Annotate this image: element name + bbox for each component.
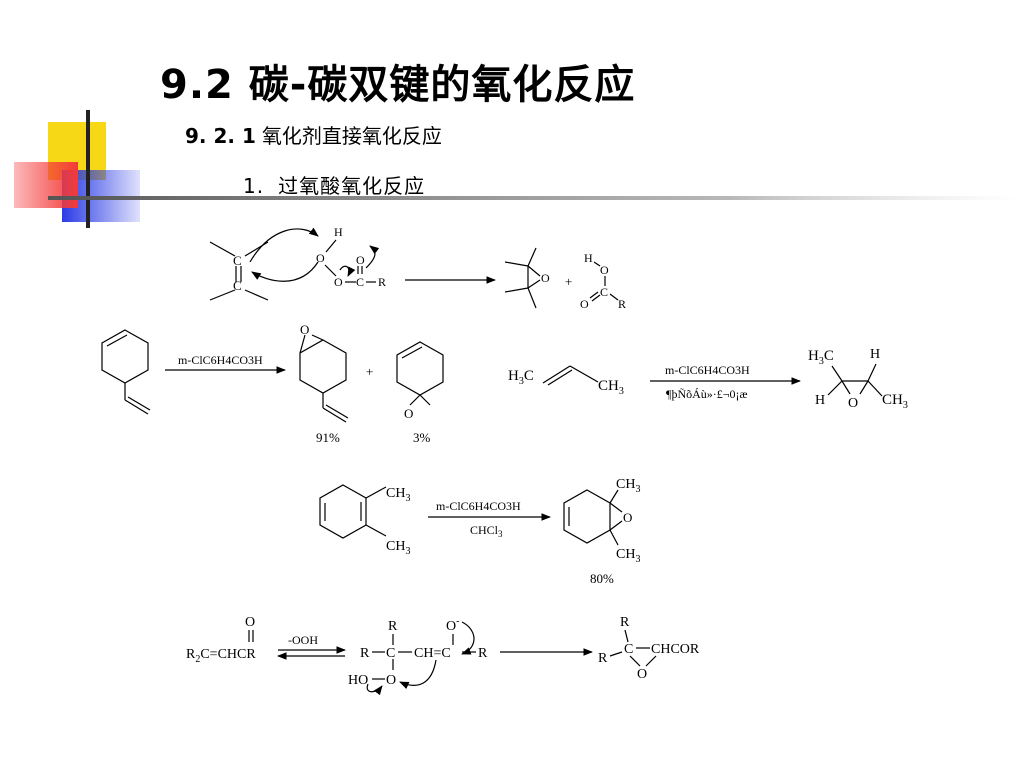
product-r-top: R [620, 615, 630, 630]
product-epoxide-o-2: O [637, 667, 647, 682]
reaction-dimethylcyclohexadiene: CH3 CH3 m-ClC6H4CO3H CHCl3 O CH3 CH3 80% [319, 477, 640, 586]
section-number: 9. 2. 1 [185, 124, 256, 148]
yield-3: 3% [413, 430, 431, 445]
page-title: 9.2 碳-碳双键的氧化反应 [160, 62, 636, 108]
acid-o-hydroxyl: O [600, 263, 609, 277]
peracid-o-carbonyl: O [356, 253, 365, 267]
decorative-corner-graphic [14, 110, 1018, 228]
reaction-vinylcyclohexene: m-ClC6H4CO3H O 91% + O 3% [101, 322, 444, 445]
solvent-label: CHCl3 [470, 523, 503, 539]
product-c: C [624, 642, 633, 657]
reaction-enone: O R2C=CHCR -OOH R R C CH=C O- R O HO R R… [186, 615, 700, 696]
int-chc: CH=C [414, 646, 451, 661]
product-h-top: H [870, 347, 880, 362]
epoxide-o: O [541, 271, 550, 285]
enone-o: O [245, 615, 255, 630]
int-c: C [386, 646, 395, 661]
product-chcor: CHCOR [651, 642, 700, 657]
peracid-r: R [378, 275, 386, 289]
reaction-butene: H3C CH3 m-ClC6H4CO3H ¶þÑõÁù»·£¬0¡æ H3C H… [508, 347, 908, 411]
peracid-h: H [334, 225, 343, 239]
acid-o-carbonyl: O [580, 297, 589, 311]
item-text: 过氧酸氧化反应 [278, 174, 426, 198]
epoxide-o-2: O [404, 406, 413, 421]
alkene-carbon-bottom: C [233, 278, 242, 293]
condition-label: ¶þÑõÁù»·£¬0¡æ [666, 387, 748, 401]
acid-h: H [584, 251, 593, 265]
int-r-left: R [360, 646, 370, 661]
int-o-minus: O- [446, 616, 459, 634]
yield-91: 91% [316, 430, 340, 445]
int-r-right: R [478, 646, 488, 661]
product-h3c: H3C [808, 348, 834, 367]
int-o: O [386, 673, 396, 688]
red-square [14, 162, 78, 208]
product-o: O [848, 396, 858, 411]
butene-ch3: CH3 [598, 378, 624, 397]
hydroperoxide-label: -OOH [288, 633, 318, 647]
peracid-o-top: O [316, 251, 325, 265]
plus-sign: + [565, 274, 572, 289]
butene-h3c: H3C [508, 368, 534, 387]
peracid-c: C [356, 275, 364, 289]
product-r-left: R [598, 651, 608, 666]
reagent-label-3: m-ClC6H4CO3H [436, 499, 521, 513]
product-h-left: H [815, 393, 825, 408]
int-r-top: R [388, 619, 398, 634]
section-text: 氧化剂直接氧化反应 [261, 124, 442, 148]
product-ch3: CH3 [882, 392, 908, 411]
peracid-o-ester: O [334, 275, 343, 289]
list-item: 1. 过氧酸氧化反应 [243, 170, 425, 199]
diene-ch3-bottom: CH3 [386, 539, 410, 557]
yield-80: 80% [590, 571, 614, 586]
product-ch3-bottom: CH3 [616, 547, 640, 565]
reagent-label-2: m-ClC6H4CO3H [665, 363, 750, 377]
reaction-mechanism: C C H O O C O R O + H O C O [209, 225, 626, 311]
plus-sign-2: + [366, 364, 373, 379]
item-number: 1. [243, 174, 265, 198]
alkene-carbon-top: C [233, 253, 242, 268]
diene-ch3-top: CH3 [386, 486, 410, 504]
enone-formula: R2C=CHCR [186, 647, 256, 665]
acid-r: R [618, 297, 626, 311]
int-ho: HO [348, 673, 368, 688]
product-epoxide-o: O [623, 510, 632, 525]
epoxide-o-1: O [300, 322, 309, 337]
reagent-label-1: m-ClC6H4CO3H [178, 353, 263, 367]
acid-c: C [600, 285, 608, 299]
product-ch3-top: CH3 [616, 477, 640, 495]
